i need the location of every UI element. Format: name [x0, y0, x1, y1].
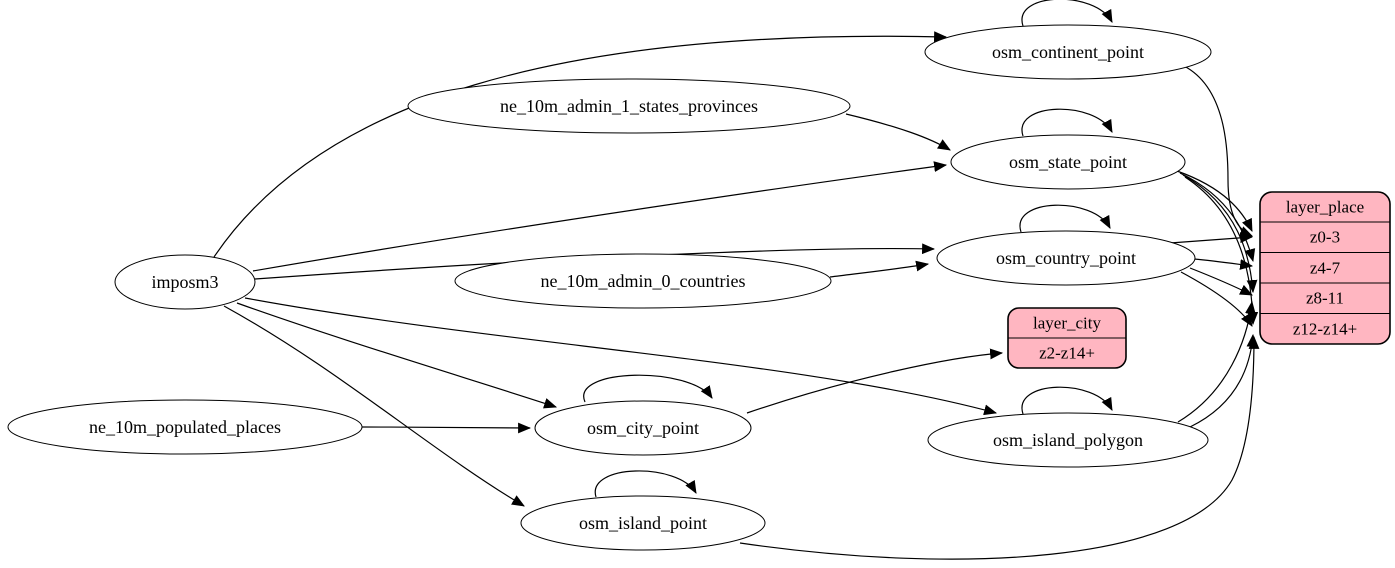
node-imposm3: imposm3 [114, 254, 256, 310]
record-layer_place-row-z8-11: z8-11 [1306, 289, 1344, 308]
self-loop-osm_state_point [1021, 108, 1113, 137]
edge-osm_country_point-to-layer_place-z12-z14 [1180, 271, 1253, 327]
record-layer_city-title: layer_city [1033, 314, 1101, 333]
node-imposm3-shape [114, 254, 256, 310]
node-osm_island_point-label: osm_island_point [579, 513, 707, 533]
edge-osm_country_point-to-layer_place-z4-7 [1193, 258, 1254, 270]
node-osm_state_point-label: osm_state_point [1009, 152, 1127, 172]
edge-osm_city_point-to-layer_city-z2-z14 [746, 348, 1004, 414]
edge-osm_state_point-to-layer_place-z12-z14 [1184, 176, 1259, 326]
node-osm_island_point-shape [520, 495, 766, 551]
node-osm_continent_point-label: osm_continent_point [992, 42, 1144, 62]
edge-imposm3-to-osm_continent_point [213, 31, 948, 258]
edge-imposm3-to-osm_island_point [223, 305, 525, 507]
edge-imposm3-to-osm_city_point [236, 302, 558, 409]
record-layer_city: layer_city z2-z14+ [1007, 307, 1127, 369]
node-osm_continent_point-shape [924, 24, 1212, 80]
node-osm_island_point: osm_island_point [520, 495, 766, 551]
node-osm_country_point-label: osm_country_point [996, 248, 1136, 268]
self-loop-osm_country_point [1019, 204, 1111, 233]
node-ne_10m_admin_1_states_provinces-label: ne_10m_admin_1_states_provinces [500, 96, 758, 116]
edge-osm_island_polygon-to-layer_place-z8-11 [1177, 300, 1256, 423]
record-layer_place-row-z4-7: z4-7 [1310, 259, 1341, 278]
edge-ne_10m_admin_0_countries-to-osm_country_point [829, 260, 930, 278]
node-ne_10m_admin_0_countries: ne_10m_admin_0_countries [454, 253, 832, 309]
record-layer_place-box [1259, 191, 1391, 345]
node-osm_island_polygon-label: osm_island_polygon [993, 430, 1143, 450]
edge-imposm3-to-osm_island_polygon [244, 297, 998, 416]
node-osm_state_point-shape [950, 134, 1186, 190]
node-ne_10m_populated_places-label: ne_10m_populated_places [89, 417, 281, 437]
edge-osm_state_point-to-layer_place-z4-7 [1179, 172, 1256, 263]
self-loop-osm_continent_point [1021, 0, 1113, 27]
self-loop-osm_city_point [583, 374, 713, 403]
node-osm_island_polygon-shape [927, 412, 1209, 468]
node-ne_10m_admin_1_states_provinces: ne_10m_admin_1_states_provinces [407, 78, 851, 134]
edge-osm_island_point-to-layer_place-z12-z14 [739, 335, 1260, 560]
record-layer_place-title: layer_place [1286, 198, 1364, 217]
node-ne_10m_admin_0_countries-label: ne_10m_admin_0_countries [541, 271, 746, 291]
node-ne_10m_populated_places-shape [7, 399, 363, 455]
node-osm_city_point: osm_city_point [534, 400, 752, 456]
node-osm_country_point-shape [936, 230, 1196, 286]
node-osm_city_point-shape [534, 400, 752, 456]
node-osm_island_polygon: osm_island_polygon [927, 412, 1209, 468]
edge-osm_state_point-to-layer_place-z8-11 [1182, 174, 1258, 294]
edge-ne_10m_populated_places-to-osm_city_point [361, 422, 532, 434]
node-osm_city_point-label: osm_city_point [587, 418, 699, 438]
self-loop-osm_island_polygon [1021, 386, 1113, 415]
edge-osm_country_point-to-layer_place-z0-3 [1169, 232, 1254, 244]
node-ne_10m_admin_1_states_provinces-shape [407, 78, 851, 134]
self-loop-osm_island_point [594, 470, 697, 498]
edge-osm_country_point-to-layer_place-z8-11 [1189, 267, 1253, 296]
node-osm_continent_point: osm_continent_point [924, 24, 1212, 80]
edge-group [213, 0, 1260, 560]
edge-ne_10m_admin_1_states_provinces-to-osm_state_point [845, 113, 951, 151]
record-layer_place-row-z0-3: z0-3 [1310, 228, 1340, 247]
record-layer_city-row-z2-z14: z2-z14+ [1039, 344, 1095, 363]
edge-imposm3-to-osm_state_point [252, 161, 948, 272]
node-ne_10m_admin_0_countries-shape [454, 253, 832, 309]
node-ne_10m_populated_places: ne_10m_populated_places [7, 399, 363, 455]
edge-osm_continent_point-to-layer_place-z0-3 [1183, 65, 1253, 237]
node-osm_state_point: osm_state_point [950, 134, 1186, 190]
record-layer_place-row-z12-z14: z12-z14+ [1293, 320, 1357, 339]
edge-osm_state_point-to-layer_place-z0-3 [1176, 170, 1253, 232]
node-osm_country_point: osm_country_point [936, 230, 1196, 286]
node-imposm3-label: imposm3 [151, 272, 218, 292]
record-layer_place: layer_place z0-3 z4-7 z8-11 z12-z14+ [1259, 191, 1391, 345]
